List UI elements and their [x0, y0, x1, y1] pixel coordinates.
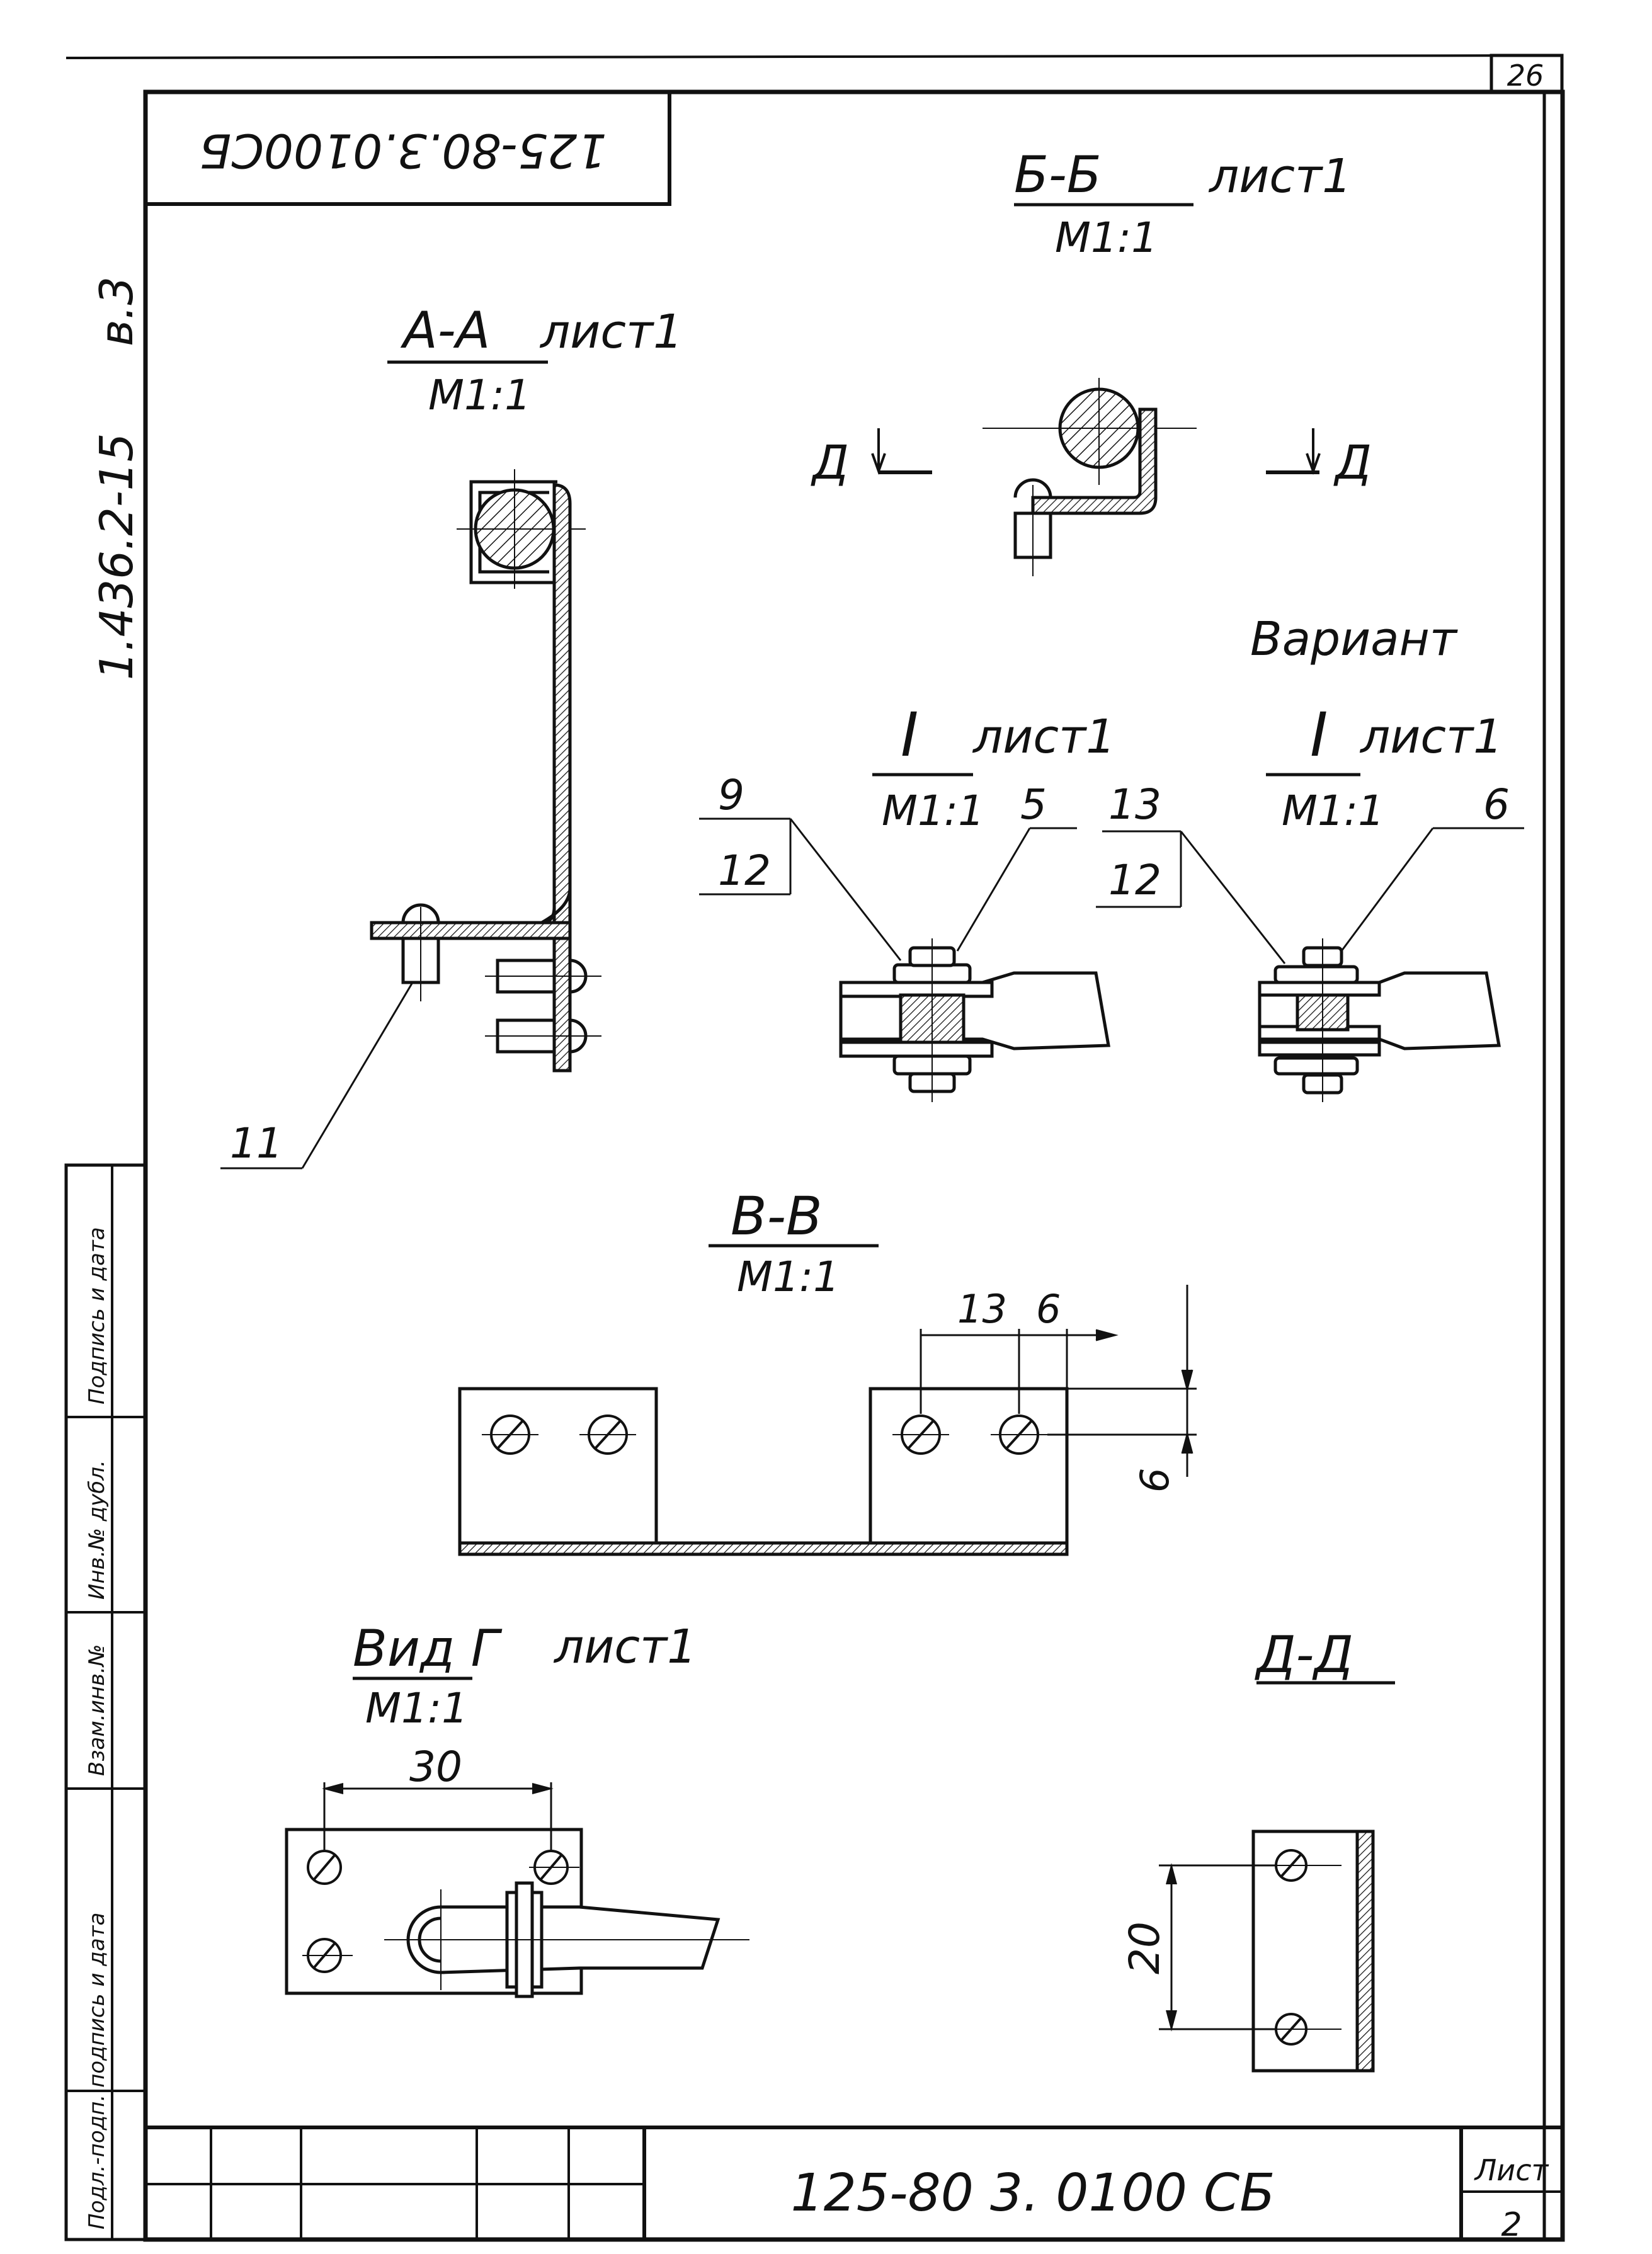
- stamp-code: 125-80.3.0100СБ: [200, 123, 607, 177]
- view-aa-scale: М1:1: [428, 371, 531, 419]
- footer-sheet-number: 2: [1501, 2206, 1522, 2244]
- view-vid-g-label: Вид Г: [353, 1619, 503, 1678]
- series-issue: в.3: [90, 276, 143, 346]
- side-label-3: Подпись и дата: [84, 1227, 110, 1404]
- callout-i1-bottom: 12: [718, 846, 771, 895]
- callout-i2-right: 6: [1483, 780, 1510, 829]
- view-i1-title: I лист1 М1:1: [872, 700, 1115, 835]
- view-dd-title: Д-Д: [1255, 1625, 1395, 1685]
- corner-number: 26: [1507, 59, 1544, 93]
- footer-code: 125-80 3. 0100 СБ: [790, 2163, 1275, 2223]
- view-bb-sheet-ref: лист1: [1208, 149, 1352, 203]
- view-vv-title: В-В М1:1: [709, 1185, 879, 1301]
- view-bb-section: [871, 378, 1321, 576]
- view-vv-label: В-В: [731, 1185, 823, 1247]
- view-dd-drawing: [1159, 1830, 1375, 2073]
- view-aa-label: А-А: [400, 301, 490, 360]
- view-i2-title: Вариант I лист1 М1:1: [1250, 612, 1503, 835]
- view-vid-g-scale: М1:1: [365, 1684, 468, 1733]
- series-code: 1.436.2-15: [90, 433, 143, 680]
- view-i2-scale: М1:1: [1282, 787, 1384, 835]
- view-dd-label: Д-Д: [1255, 1625, 1353, 1684]
- view-i2-sheet-ref: лист1: [1359, 710, 1503, 764]
- view-vid-g-title: Вид Г лист1 М1:1: [353, 1619, 697, 1733]
- side-control-column: [64, 1163, 147, 2241]
- side-label-2: Инв.№ дубл.: [84, 1460, 110, 1600]
- vv-dim-spacing: 13: [957, 1286, 1007, 1332]
- view-vid-g-drawing: [285, 1782, 749, 1998]
- view-bb-cut-mark-left: Д: [811, 436, 849, 490]
- view-i2-detail: [1096, 827, 1524, 1102]
- view-i1-label: I: [901, 700, 918, 770]
- vv-holes: [482, 1414, 1047, 1455]
- view-aa-title: А-А лист1 М1:1: [387, 301, 683, 419]
- callout-i2-bottom: 12: [1108, 856, 1161, 904]
- callout-i1-right: 5: [1020, 780, 1047, 829]
- vv-dimensions: [920, 1285, 1197, 1477]
- view-vv-scale: М1:1: [737, 1253, 840, 1301]
- view-bb-title: Б-Б лист1 М1:1: [1014, 145, 1352, 262]
- view-i1-sheet-ref: лист1: [972, 710, 1115, 764]
- view-i1-detail: [699, 817, 1110, 1102]
- view-bb-cut-mark-right: Д: [1333, 436, 1372, 490]
- view-bb-scale: М1:1: [1055, 213, 1158, 262]
- side-label-0: Подл.-подп. подпись и дата: [84, 1913, 110, 2229]
- footer-sheet-label: Лист: [1474, 2153, 1549, 2187]
- view-vv-plate: [458, 1285, 1197, 1556]
- view-vid-g-sheet-ref: лист1: [553, 1620, 697, 1674]
- dd-dim-spacing: 20: [1120, 1921, 1169, 1974]
- title-block: [145, 2126, 1563, 2240]
- vv-dim-vertical: 6: [1132, 1468, 1178, 1493]
- view-aa-sheet-ref: лист1: [539, 305, 683, 359]
- side-label-1: Взам.инв.№: [84, 1644, 110, 1776]
- callout-i2-top: 13: [1108, 780, 1161, 829]
- view-i2-variant: Вариант: [1250, 612, 1458, 666]
- sheet-frame: [66, 54, 1565, 2242]
- view-i2-label: I: [1310, 700, 1328, 770]
- callout-i1-top: 9: [718, 771, 744, 819]
- view-aa-section: [220, 469, 601, 1170]
- view-i1-scale: М1:1: [882, 787, 984, 835]
- top-stamp: 125-80.3.0100СБ: [144, 90, 671, 206]
- callout-aa-item: 11: [230, 1119, 283, 1168]
- corner-number-box: [1490, 54, 1564, 94]
- vv-dim-edge: 6: [1036, 1286, 1061, 1332]
- vid-g-dim-spacing: 30: [409, 1743, 462, 1791]
- view-bb-label: Б-Б: [1014, 145, 1102, 204]
